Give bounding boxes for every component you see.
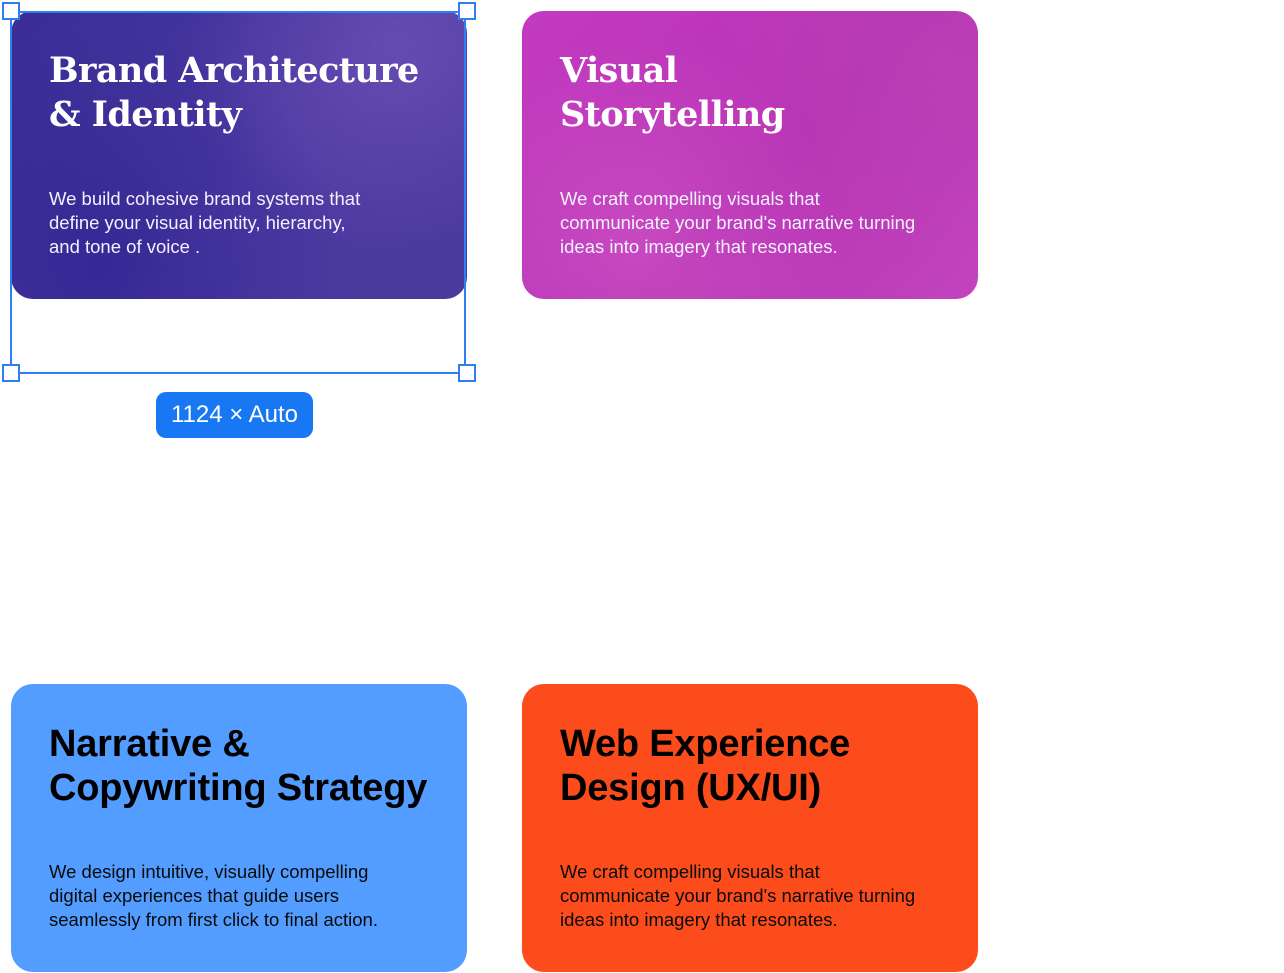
card-description: We design intuitive, visually compelling…	[49, 861, 378, 930]
resize-handle-bottom-left[interactable]	[2, 364, 20, 382]
card-title: Narrative & Copywriting Strategy	[49, 723, 428, 809]
resize-handle-bottom-right[interactable]	[458, 364, 476, 382]
size-badge: 1124 × Auto	[156, 392, 313, 438]
card-web-experience[interactable]: Web Experience Design (UX/UI) We craft c…	[522, 684, 978, 972]
card-description: We craft compelling visuals that communi…	[560, 188, 916, 257]
card-description: We build cohesive brand systems that def…	[49, 188, 361, 257]
card-brand-architecture[interactable]: Brand Architecture & Identity We build c…	[11, 11, 467, 299]
resize-handle-top-left[interactable]	[2, 2, 20, 20]
card-title: Visual Storytelling	[560, 50, 785, 135]
card-title: Brand Architecture & Identity	[49, 50, 419, 135]
card-visual-storytelling[interactable]: Visual Storytelling We craft compelling …	[522, 11, 978, 299]
card-description: We craft compelling visuals that communi…	[560, 861, 916, 930]
resize-handle-top-right[interactable]	[458, 2, 476, 20]
card-title: Web Experience Design (UX/UI)	[560, 723, 851, 809]
card-narrative-copywriting[interactable]: Narrative & Copywriting Strategy We desi…	[11, 684, 467, 972]
